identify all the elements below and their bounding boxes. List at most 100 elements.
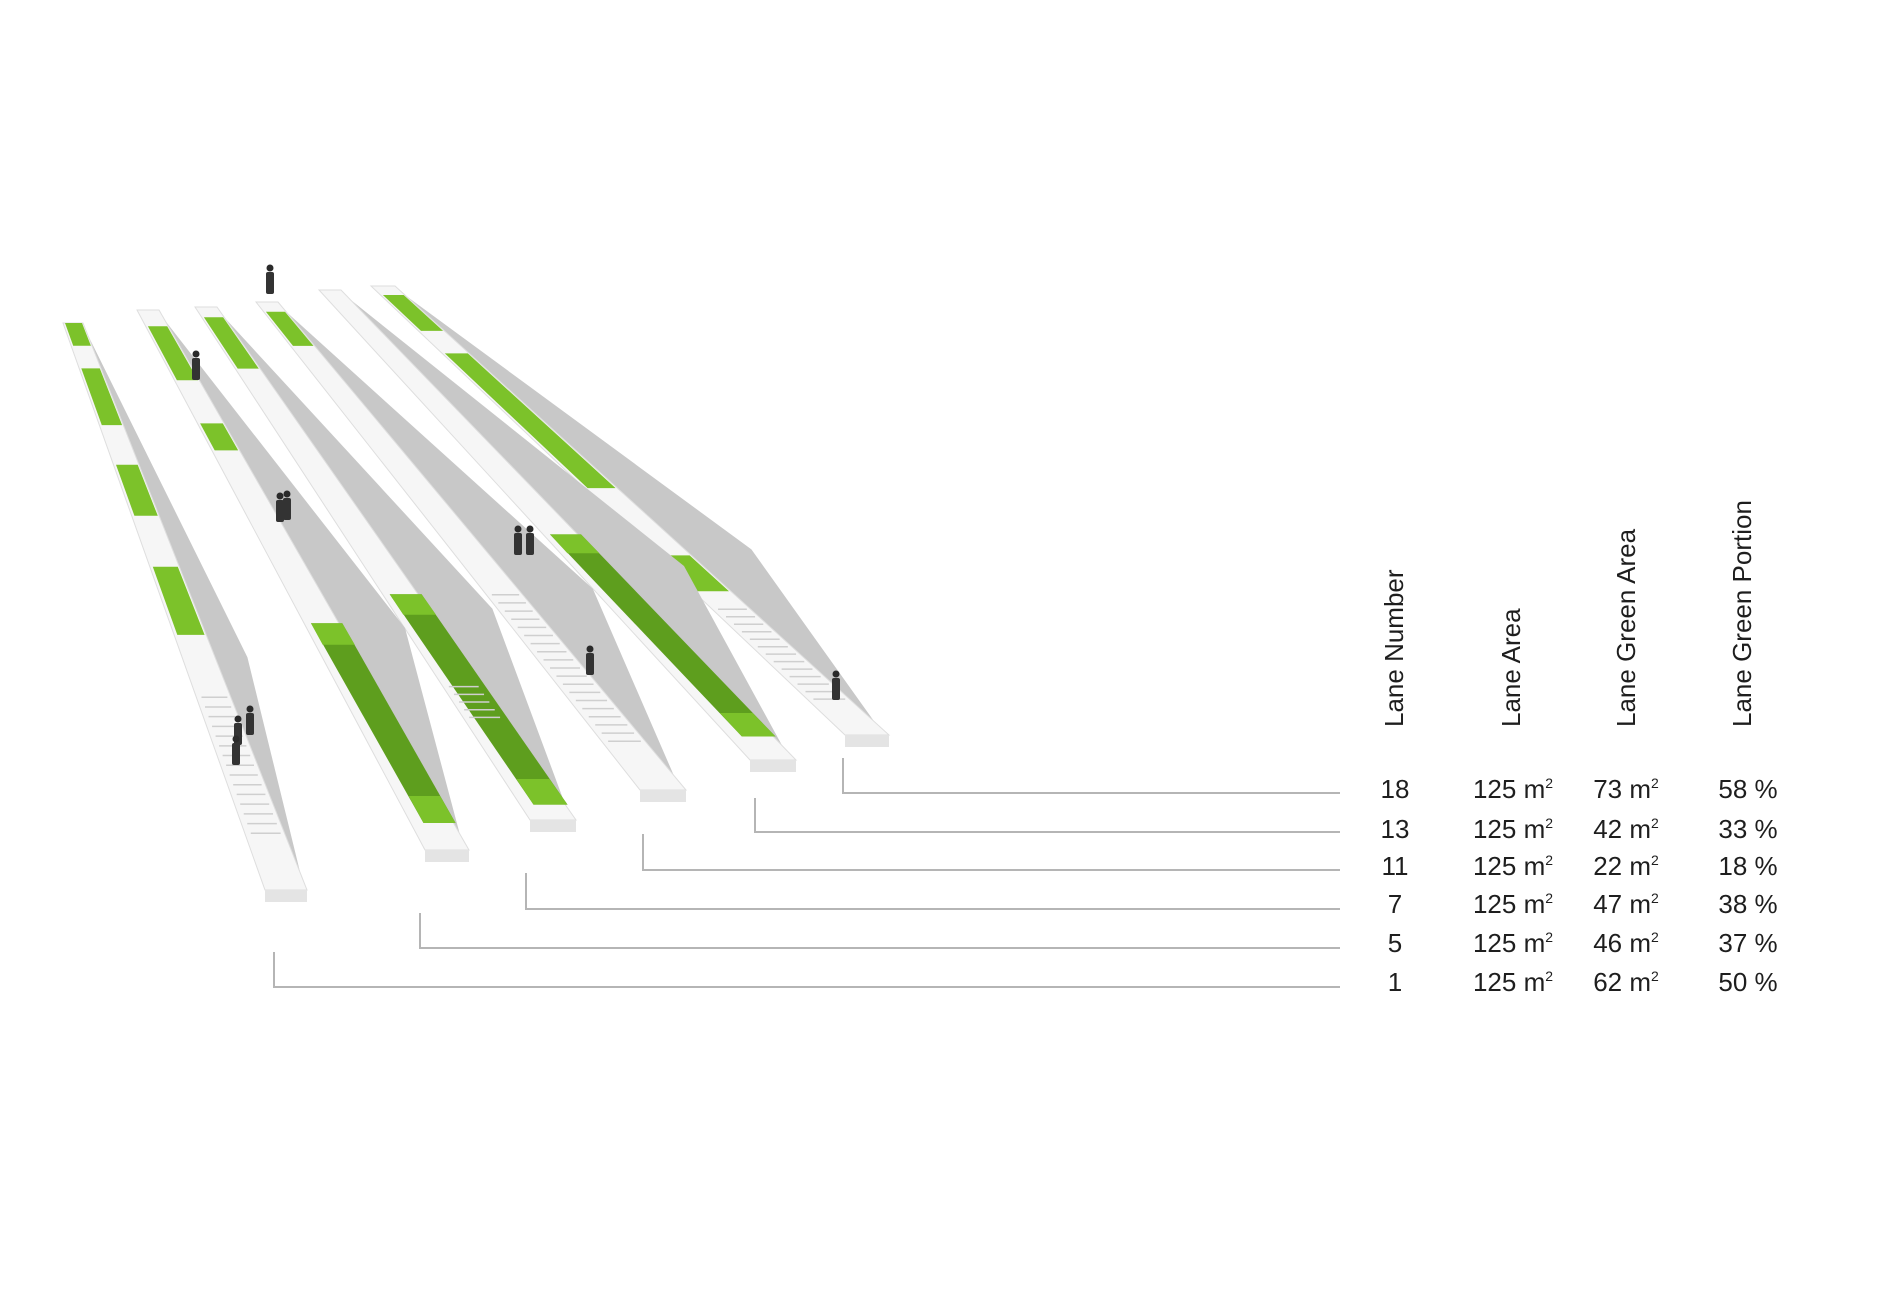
green-patch xyxy=(265,311,314,346)
lane-number-cell: 11 xyxy=(1382,852,1409,880)
cell-text: 37 % xyxy=(1718,928,1778,958)
cell-text: 125 m xyxy=(1472,967,1546,997)
person-icon xyxy=(526,533,534,555)
lane-green-area-cell: 22 m2 xyxy=(1593,852,1659,880)
lane-end-cap xyxy=(640,790,686,802)
lane-green-area-cell: 42 m2 xyxy=(1593,815,1659,843)
cell-text: 5 xyxy=(1387,928,1403,958)
person-icon xyxy=(246,713,254,735)
cell-text: 46 m xyxy=(1593,928,1652,958)
lane-green-area-cell: 46 m2 xyxy=(1593,929,1659,957)
lane-green-area-cell: 47 m2 xyxy=(1593,890,1659,918)
cell-text: 18 % xyxy=(1718,851,1778,881)
green-slope xyxy=(550,534,776,737)
person-icon xyxy=(266,264,274,272)
person-icon xyxy=(234,715,242,723)
cell-text: 18 xyxy=(1380,774,1410,804)
cell-text: 7 xyxy=(1387,889,1403,919)
person-icon xyxy=(514,525,522,533)
green-patch xyxy=(200,423,239,451)
lane-number-cell: 1 xyxy=(1388,968,1402,996)
green-slope-end xyxy=(516,779,568,805)
cell-text: 125 m xyxy=(1472,889,1546,919)
leader-line xyxy=(273,952,1340,988)
unit-exponent: 2 xyxy=(1545,890,1554,906)
green-slope xyxy=(311,623,456,823)
lane-green-area-cell: 62 m2 xyxy=(1593,968,1659,996)
green-slope-end xyxy=(720,713,776,737)
cell-text: 22 m xyxy=(1593,851,1652,881)
cell-text: 73 m xyxy=(1593,774,1652,804)
green-slope-top xyxy=(311,623,355,645)
unit-exponent: 2 xyxy=(1545,775,1554,791)
unit-exponent: 2 xyxy=(1651,929,1659,945)
lane-area-cell: 125 m2 xyxy=(1473,890,1553,918)
lane-area-cell: 125 m2 xyxy=(1473,852,1553,880)
unit-exponent: 2 xyxy=(1545,815,1554,831)
unit-exponent: 2 xyxy=(1651,968,1659,984)
green-patch xyxy=(152,566,205,635)
green-patch xyxy=(382,295,444,331)
unit-exponent: 2 xyxy=(1545,852,1554,868)
unit-exponent: 2 xyxy=(1545,968,1554,984)
leader-line xyxy=(642,834,1340,871)
unit-exponent: 2 xyxy=(1651,775,1659,791)
leader-line xyxy=(842,758,1340,794)
person-icon xyxy=(526,525,534,533)
unit-exponent: 2 xyxy=(1651,815,1659,831)
leader-line xyxy=(419,913,1340,949)
person-icon xyxy=(283,498,291,520)
lane-area-cell: 125 m2 xyxy=(1473,929,1553,957)
person-icon xyxy=(232,735,240,743)
header-lane-number: Lane Number xyxy=(1379,569,1409,727)
cell-text: 125 m xyxy=(1472,851,1546,881)
cell-text: 1 xyxy=(1387,967,1403,997)
green-slope-top xyxy=(389,594,436,615)
green-patch xyxy=(65,323,91,346)
header-lane-green-area: Lane Green Area xyxy=(1611,528,1641,727)
cell-text: 125 m xyxy=(1472,814,1546,844)
person-icon xyxy=(266,272,274,294)
unit-exponent: 2 xyxy=(1651,852,1659,868)
cell-text: 42 m xyxy=(1593,814,1652,844)
lane-number-cell: 7 xyxy=(1388,890,1402,918)
cell-text: 58 % xyxy=(1718,774,1778,804)
green-patch xyxy=(444,353,616,489)
person-icon xyxy=(276,492,284,500)
lane-green-area-cell: 73 m2 xyxy=(1593,775,1659,803)
lane-green-portion-cell: 33 % xyxy=(1718,815,1777,843)
lane-end-cap xyxy=(265,890,307,902)
lane-green-portion-cell: 18 % xyxy=(1718,852,1777,880)
green-slope-top xyxy=(550,534,600,554)
header-lane-green-portion: Lane Green Portion xyxy=(1727,500,1757,727)
cell-text: 125 m xyxy=(1472,928,1546,958)
person-icon xyxy=(192,350,200,358)
green-patch xyxy=(203,317,259,369)
cell-text: 38 % xyxy=(1718,889,1778,919)
cell-text: 47 m xyxy=(1593,889,1652,919)
lane-area-cell: 125 m2 xyxy=(1473,815,1553,843)
person-icon xyxy=(276,500,284,522)
cell-text: 13 xyxy=(1380,814,1410,844)
leader-line xyxy=(754,798,1340,833)
person-icon xyxy=(192,358,200,380)
lane-green-portion-cell: 50 % xyxy=(1718,968,1777,996)
lane-end-cap xyxy=(425,850,469,862)
lane-area-cell: 125 m2 xyxy=(1473,968,1553,996)
person-icon xyxy=(246,705,254,713)
lane-end-cap xyxy=(845,735,889,747)
cell-text: 50 % xyxy=(1718,967,1778,997)
cell-text: 33 % xyxy=(1718,814,1778,844)
person-icon xyxy=(232,743,240,765)
lane-green-portion-cell: 58 % xyxy=(1718,775,1777,803)
person-icon xyxy=(832,678,840,700)
person-icon xyxy=(586,645,594,653)
green-patch xyxy=(81,368,123,426)
unit-exponent: 2 xyxy=(1545,929,1554,945)
cell-text: 11 xyxy=(1381,851,1409,881)
green-patch xyxy=(116,464,158,516)
cell-text: 62 m xyxy=(1593,967,1652,997)
green-slope xyxy=(389,594,568,805)
green-patch xyxy=(147,326,199,381)
